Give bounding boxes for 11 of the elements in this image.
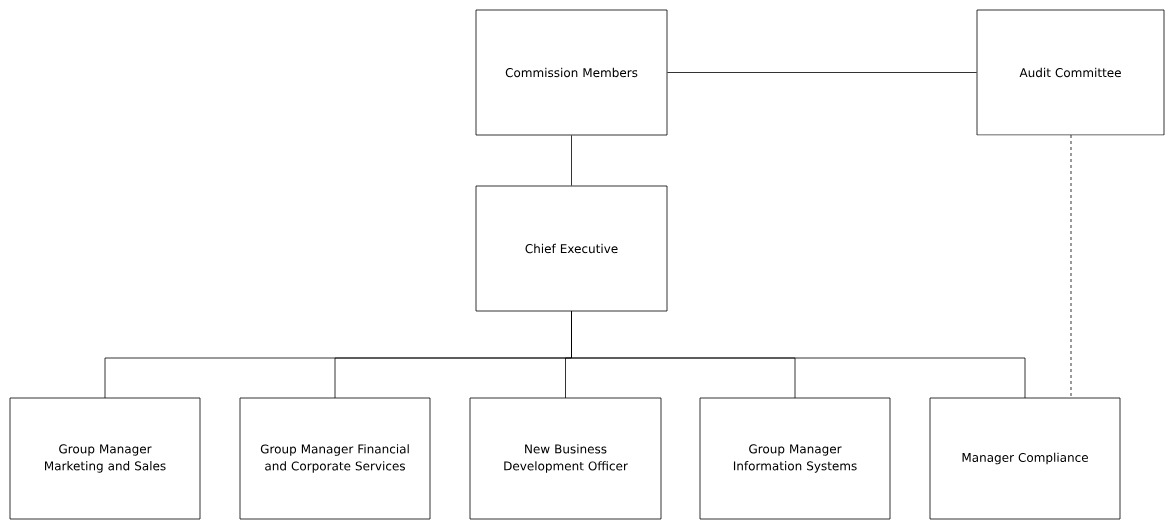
connector-line <box>571 135 572 186</box>
org-box: Group Manager Marketing and Sales <box>9 397 201 520</box>
org-box: Manager Compliance <box>929 397 1121 520</box>
org-box: New Business Development Officer <box>469 397 662 520</box>
org-box: Audit Committee <box>976 9 1165 136</box>
org-box: Chief Executive <box>475 185 668 312</box>
org-box: Group Manager Information Systems <box>699 397 891 520</box>
connector-line <box>571 311 1026 399</box>
connector-line <box>667 72 977 73</box>
org-box: Group Manager Financial and Corporate Services <box>239 397 431 520</box>
org-box: Commission Members <box>475 9 668 136</box>
